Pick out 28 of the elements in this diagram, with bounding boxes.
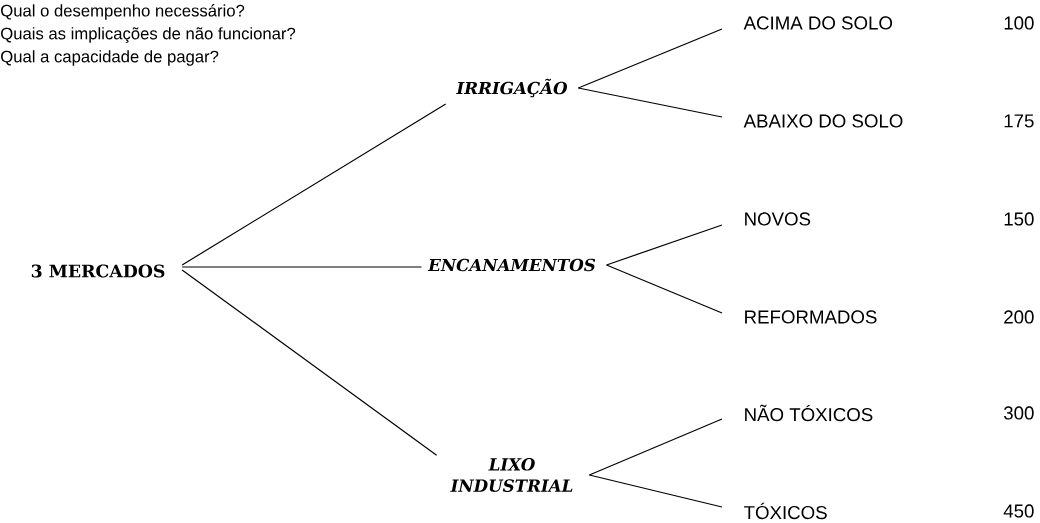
value-label: 200 [1004,310,1034,324]
branch-line [181,269,438,456]
leaf-label: NOVOS [745,212,811,226]
question-text: Quais as implicações de não funcionar? [1,27,296,43]
branch-line [181,266,423,268]
value-label: 300 [1003,406,1034,420]
leaf-label: REFORMADOS [745,310,877,324]
branch-line [181,103,447,266]
question-text: Qual o desempenho necessário? [1,4,245,20]
branch-line [605,264,723,314]
branch-label: IRRIGAÇÃO [456,78,568,98]
value-label: 150 [1004,212,1034,226]
branch-line [605,224,723,266]
branch-label: ENCANAMENTOS [427,258,596,272]
leaf-label: ACIMA DO SOLO [743,16,893,30]
value-label: 175 [1004,114,1034,128]
leaf-label: NÃO TÓXICOS [745,404,873,422]
leaf-label: ABAIXO DO SOLO [743,114,903,128]
branch-line [577,87,723,118]
leaf-label: TÓXICOS [744,502,827,520]
branch-line [588,418,723,476]
branch-label: LIXO INDUSTRIAL [450,458,573,492]
value-label: 100 [1004,16,1034,30]
branch-line [588,474,723,508]
root-label: 3 MERCADOS [31,264,165,278]
branch-line [577,28,723,89]
question-text: Qual a capacidade de pagar? [1,50,219,66]
value-label: 450 [1003,504,1034,518]
